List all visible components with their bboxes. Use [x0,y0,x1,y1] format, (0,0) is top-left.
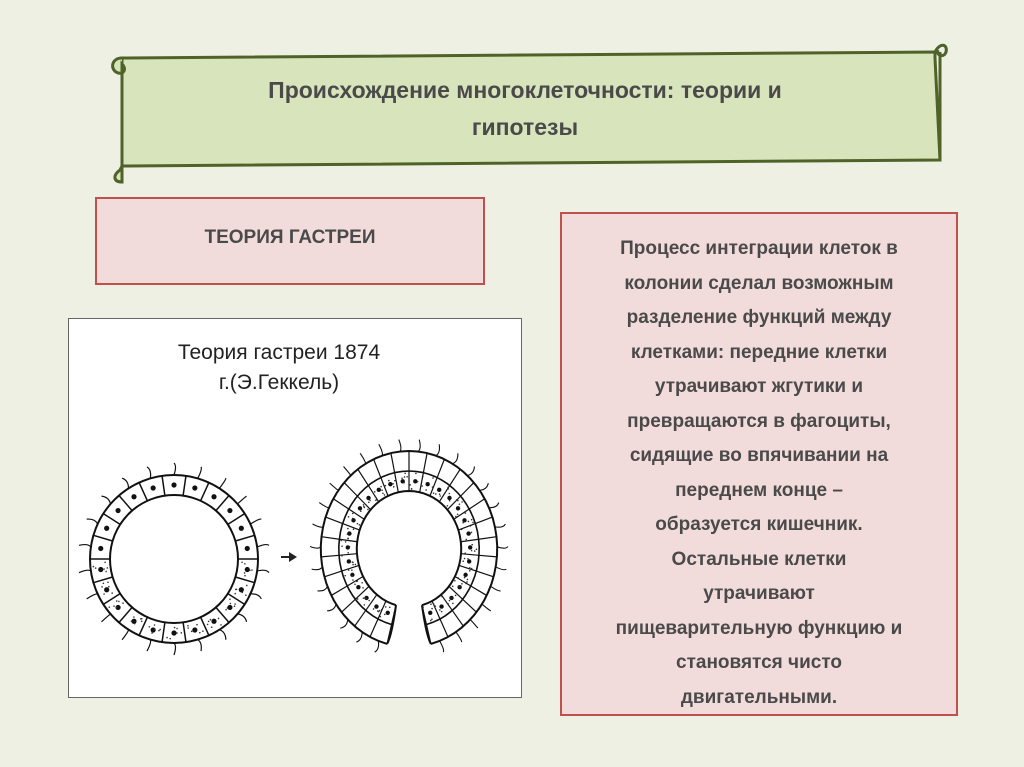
description-line: колонии сделал возможным [570,267,948,302]
description-text: Процесс интеграции клеток вколонии сдела… [570,232,948,715]
description-line: утрачивают [570,577,948,612]
page-title: Происхождение многоклеточности: теории и… [160,72,890,146]
description-line: клетками: передние клетки [570,336,948,371]
description-line: становятся чисто [570,646,948,681]
description-line: Процесс интеграции клеток в [570,232,948,267]
description-line: утрачивают жгутики и [570,370,948,405]
figure-caption-line-2: г.(Э.Геккель) [99,371,459,395]
description-box: Процесс интеграции клеток вколонии сдела… [560,212,958,716]
scroll-left-curl [113,58,125,182]
description-line: образуется кишечник. [570,508,948,543]
arrow-right-icon [281,552,297,562]
gastrula-drawing [310,440,508,653]
gastraea-figure: Теория гастреи 1874 г.(Э.Геккель) [68,318,522,698]
theory-label-box: ТЕОРИЯ ГАСТРЕИ [95,197,485,285]
description-line: пищеварительную функцию и [570,612,948,647]
description-line: разделение функций между [570,301,948,336]
description-line: двигательными. [570,681,948,716]
gastraea-illustration [69,409,523,699]
page-title-line-2: гипотезы [160,109,890,146]
figure-caption-line-1: Теория гастреи 1874 [99,341,459,365]
description-line: превращаются в фагоциты, [570,405,948,440]
blastula-drawing [79,463,269,655]
page-title-line-1: Происхождение многоклеточности: теории и [160,72,890,109]
theory-label: ТЕОРИЯ ГАСТРЕИ [97,227,483,249]
description-line: Остальные клетки [570,543,948,578]
description-line: переднем конце – [570,474,948,509]
description-line: сидящие во впячивании на [570,439,948,474]
